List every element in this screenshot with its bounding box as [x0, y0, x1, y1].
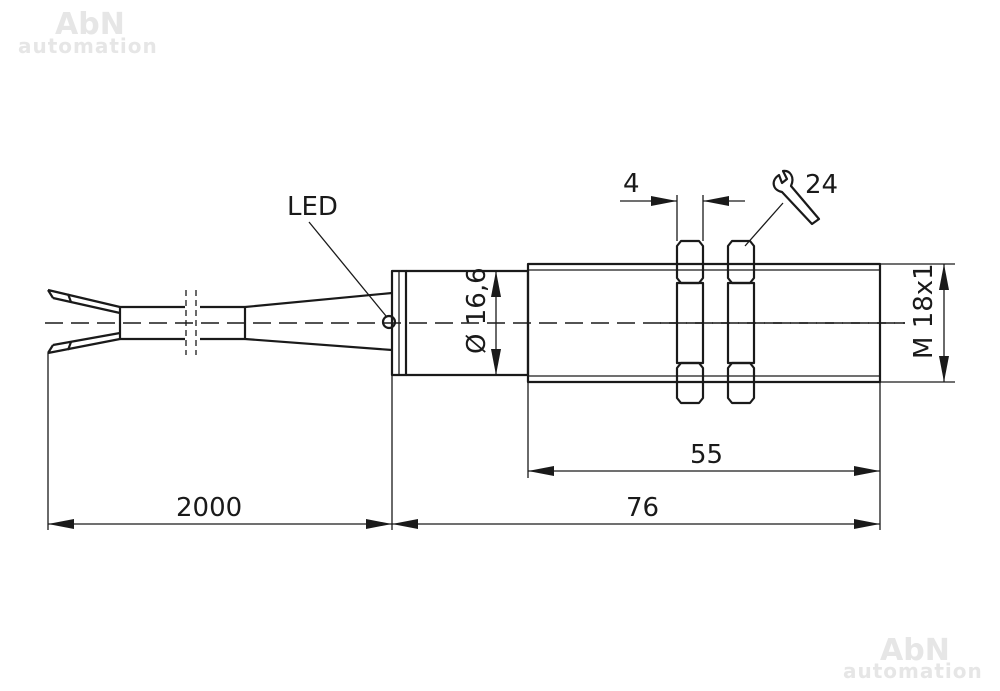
watermark-sub: automation	[843, 659, 983, 683]
cable	[118, 290, 393, 355]
dim-nut-width: 4	[620, 169, 745, 241]
dim-diameter-label: Ø 16,6	[462, 267, 492, 354]
nut-left	[675, 239, 705, 405]
watermark-sub: automation	[18, 34, 158, 58]
watermark-brand: AbN	[880, 633, 950, 668]
wrench-size: 24	[744, 169, 838, 247]
dim-cable-length: 2000	[47, 353, 392, 530]
dim-body-length-label: 76	[626, 493, 659, 523]
led-label: LED	[287, 192, 338, 222]
wrench-size-label: 24	[805, 170, 838, 200]
dim-cable-length-label: 2000	[176, 493, 242, 523]
dim-thread-label: M 18x1	[909, 263, 939, 359]
watermark-bottom-right: AbN automation	[843, 633, 983, 683]
watermark-brand: AbN	[55, 7, 125, 42]
nut-right	[726, 239, 756, 405]
dim-thread-length: 55	[527, 382, 881, 530]
dim-diameter: Ø 16,6	[462, 267, 501, 375]
dim-thread-length-label: 55	[690, 440, 723, 470]
led-indicator	[381, 314, 397, 330]
wrench-icon	[772, 169, 821, 226]
dim-nut-width-label: 4	[623, 169, 640, 199]
watermark-top-left: AbN automation	[18, 7, 158, 58]
dim-body-length: 76	[391, 375, 880, 530]
wire-ends	[47, 288, 121, 355]
led-leader-line	[308, 221, 387, 317]
dim-thread: M 18x1	[880, 263, 955, 383]
